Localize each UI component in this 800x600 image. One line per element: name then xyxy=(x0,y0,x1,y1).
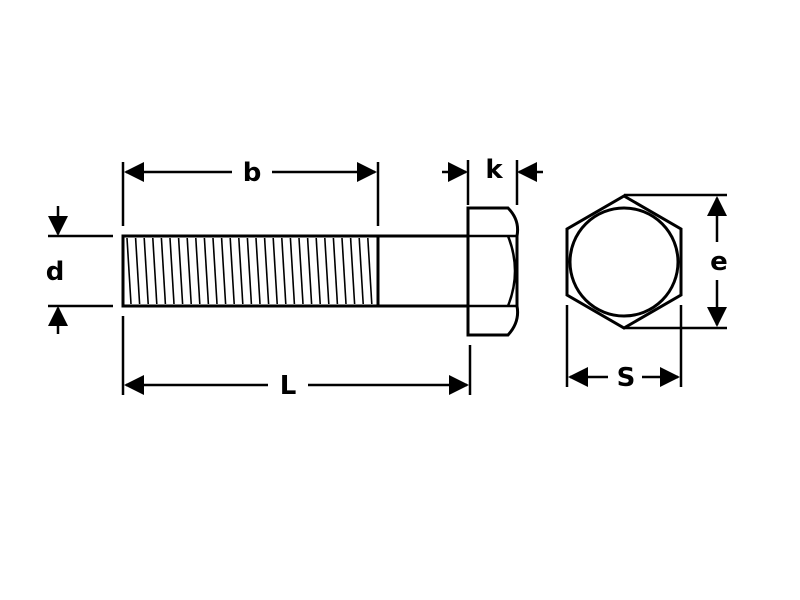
thread-line xyxy=(358,237,364,305)
label-L: L xyxy=(280,371,297,401)
thread-line xyxy=(246,237,253,305)
thread-line xyxy=(281,237,287,305)
thread-line xyxy=(332,237,339,305)
thread-line xyxy=(263,237,270,305)
thread-line xyxy=(169,237,175,305)
thread-line xyxy=(315,237,321,305)
thread-line xyxy=(212,237,218,305)
dimension-d: d xyxy=(46,206,113,334)
thread-line xyxy=(272,237,278,305)
thread-lines xyxy=(126,237,373,305)
thread-line xyxy=(220,237,227,305)
shank xyxy=(376,234,472,308)
label-S: S xyxy=(617,363,636,393)
thread-line xyxy=(203,237,210,305)
thread-line xyxy=(341,237,347,305)
thread-line xyxy=(134,237,141,305)
bearing-face-circle xyxy=(568,206,680,318)
dimension-k: k xyxy=(442,155,543,205)
dimension-L: L xyxy=(121,316,472,401)
thread-line xyxy=(306,237,313,305)
thread-line xyxy=(349,237,356,305)
label-e: e xyxy=(710,247,728,277)
label-b: b xyxy=(243,158,262,188)
thread-line xyxy=(186,237,192,305)
dimension-b: b xyxy=(121,158,380,226)
thread-line xyxy=(324,237,330,305)
thread-line xyxy=(195,237,201,305)
thread-line xyxy=(367,237,373,305)
thread-line xyxy=(160,237,167,305)
thread-line xyxy=(238,237,244,305)
label-d: d xyxy=(46,257,65,287)
thread-line xyxy=(229,237,235,305)
label-k: k xyxy=(485,155,503,185)
thread-line xyxy=(126,237,132,305)
thread-line xyxy=(289,237,296,305)
thread-line xyxy=(255,237,261,305)
thread-line xyxy=(152,237,158,305)
thread-line xyxy=(298,237,304,305)
hex-head-side xyxy=(466,206,520,337)
thread-line xyxy=(143,237,149,305)
dimension-S: S xyxy=(565,305,683,393)
bolt-end-view xyxy=(565,194,683,330)
bolt-side-view xyxy=(121,206,520,337)
dimension-e: e xyxy=(624,193,728,330)
thread-line xyxy=(177,237,184,305)
